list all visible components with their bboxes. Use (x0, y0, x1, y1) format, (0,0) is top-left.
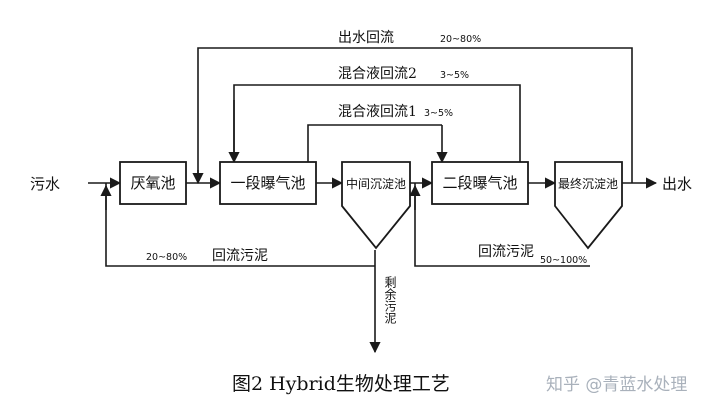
excess-sludge-label: 剩余污泥 (383, 276, 397, 324)
stage2-aeration-box (431, 161, 529, 205)
stage1-aeration-box (219, 161, 317, 205)
mixed-recycle-2-ratio: 3~5% (440, 70, 469, 81)
return-sludge-2-line (414, 183, 590, 267)
anoxic-tank-label: 厌氧池 (130, 174, 175, 192)
final-clarifier-label: 最终沉淀池 (558, 176, 618, 191)
outlet-label: 出水 (662, 175, 692, 193)
stage1-aeration-label: 一段曝气池 (230, 174, 305, 192)
mixed-recycle-1-label: 混合液回流1 (338, 104, 417, 120)
final-clarifier-shape (554, 161, 623, 250)
effluent-recycle-ratio: 20~80% (440, 34, 481, 45)
effluent-recycle-line (197, 47, 633, 183)
return-sludge-1-line (105, 183, 375, 267)
mixed-recycle-2-label: 混合液回流2 (338, 66, 417, 82)
mixed-recycle-1-line (307, 124, 442, 162)
watermark: 知乎 @青蓝水处理 (546, 375, 687, 395)
mixed-recycle-1-ratio: 3~5% (424, 108, 453, 119)
effluent-recycle-label: 出水回流 (338, 30, 394, 46)
mid-clarifier-label: 中间沉淀池 (346, 176, 406, 191)
stage2-aeration-label: 二段曝气池 (442, 174, 517, 192)
anoxic-tank-box (119, 161, 187, 205)
return-sludge-1-label: 回流污泥 (212, 248, 268, 264)
mixed-recycle-2-line (233, 84, 521, 162)
return-sludge-2-ratio: 50~100% (540, 255, 587, 266)
figure-caption: 图2 Hybrid生物处理工艺 (232, 373, 450, 395)
inlet-label: 污水 (30, 175, 60, 193)
return-sludge-2-label: 回流污泥 (478, 244, 534, 260)
mid-clarifier-shape (341, 161, 411, 250)
return-sludge-1-ratio: 20~80% (146, 252, 187, 263)
